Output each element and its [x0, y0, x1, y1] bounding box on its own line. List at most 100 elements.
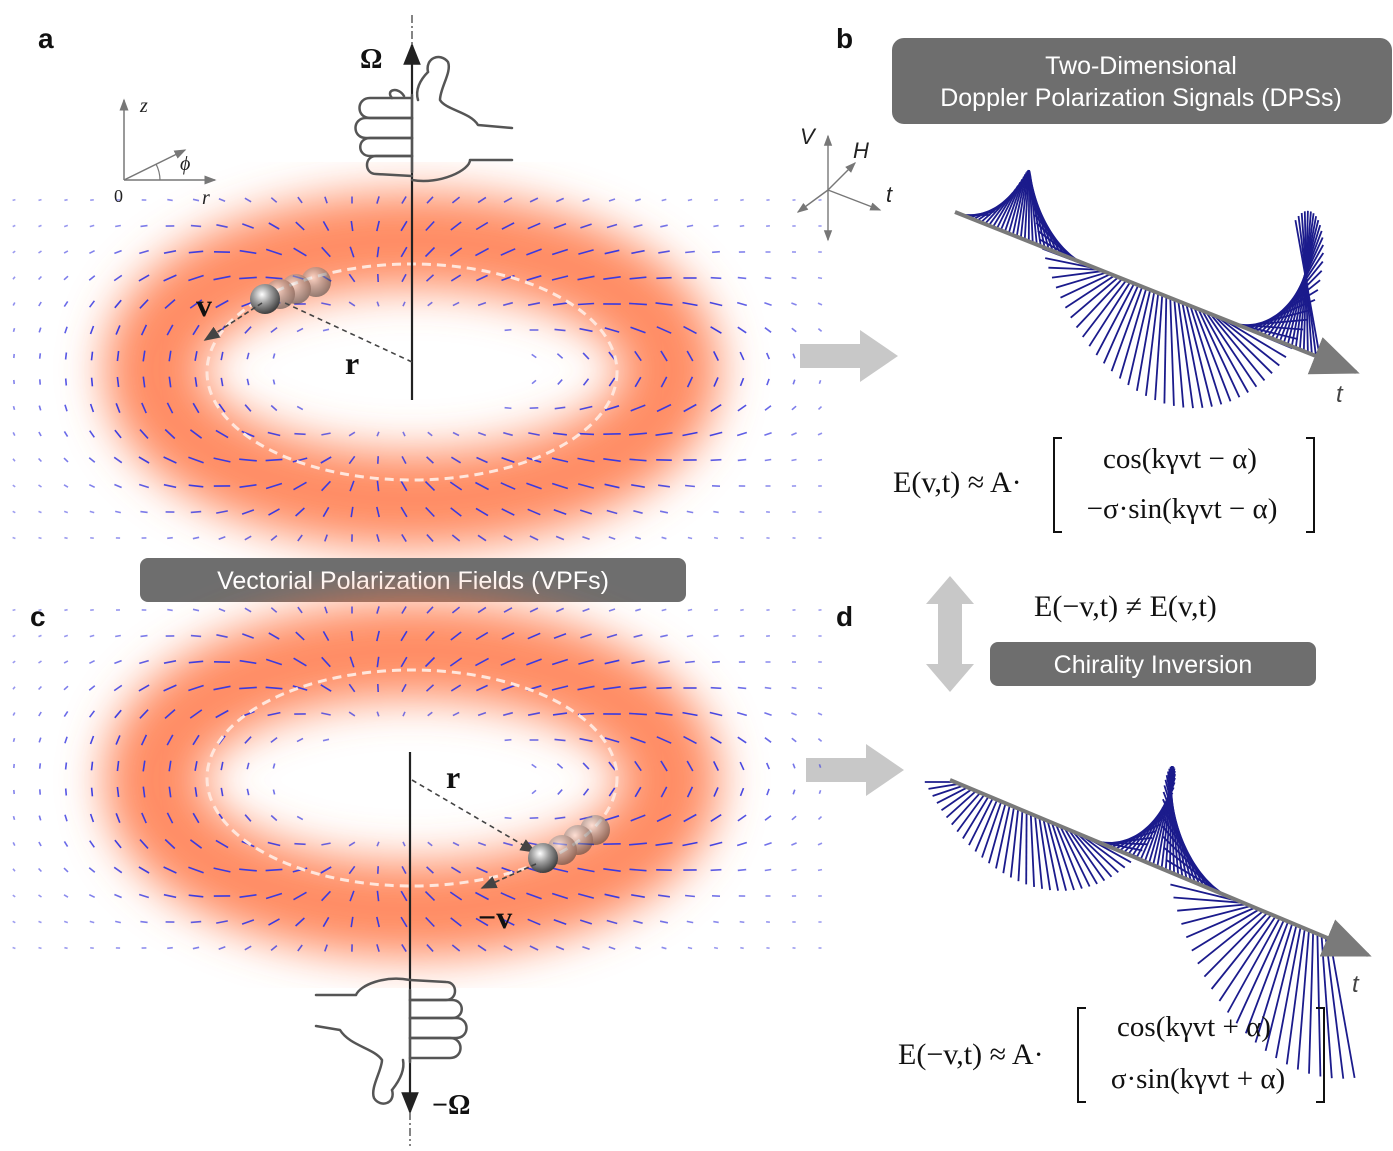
polarization-vector — [791, 458, 797, 462]
polarization-vector — [12, 536, 16, 540]
polarization-vector — [190, 510, 202, 514]
dps-vector — [1163, 847, 1226, 897]
polarization-vector — [577, 457, 595, 463]
dps-vector — [1173, 896, 1242, 904]
polarization-vector — [188, 456, 204, 464]
polarization-vector — [579, 509, 593, 515]
polarization-vector — [115, 325, 121, 335]
polarization-vector — [685, 660, 695, 664]
polarization-vector — [89, 840, 95, 848]
polarization-vector — [38, 608, 42, 612]
polarization-vector — [740, 198, 744, 202]
polarization-vector — [660, 350, 668, 362]
polarization-vector — [579, 327, 593, 333]
polarization-vector — [737, 458, 747, 462]
polarization-vector — [556, 763, 564, 769]
polarization-vector — [682, 711, 698, 717]
panel-label-b: b — [836, 23, 853, 54]
polarization-vector — [449, 481, 463, 491]
polarization-vector — [764, 302, 772, 306]
polarization-vector — [188, 250, 204, 254]
polarization-vector — [477, 711, 487, 717]
polarization-vector — [188, 484, 204, 488]
polarization-vector — [603, 458, 621, 462]
velocity-arrow-bottom — [480, 863, 537, 889]
polarization-vector — [139, 299, 149, 309]
polarization-vector — [526, 275, 542, 281]
polarization-vector — [739, 351, 745, 361]
polarization-vector — [401, 866, 407, 874]
dps-vector — [1185, 304, 1213, 407]
dps-vector — [1191, 909, 1259, 952]
polarization-vector — [659, 920, 669, 924]
polarization-vector — [192, 812, 200, 824]
polarization-vector — [293, 891, 307, 901]
polarization-vector — [504, 738, 512, 742]
polarization-vector — [349, 656, 355, 668]
polarization-vector — [90, 787, 94, 797]
dps-vector — [962, 795, 990, 839]
polarization-vector — [737, 404, 747, 412]
polarization-vector — [531, 763, 537, 769]
polarization-vector — [140, 920, 148, 924]
polarization-vector — [163, 456, 177, 464]
polarization-vector — [426, 866, 434, 874]
polarization-vector — [194, 351, 198, 361]
polarization-vector — [424, 656, 436, 668]
polarization-vector — [189, 429, 203, 439]
polarization-vector — [218, 403, 226, 413]
dps-vector — [1019, 170, 1029, 240]
polarization-vector — [267, 711, 281, 717]
polarization-vector — [529, 945, 539, 951]
polarization-vector — [38, 224, 42, 228]
polarization-vector — [427, 711, 433, 717]
polarization-vector — [792, 789, 796, 795]
dps-vector — [936, 786, 969, 804]
polarization-vector — [555, 945, 565, 951]
polarization-vector — [63, 250, 69, 254]
polarization-vector — [194, 377, 198, 387]
polarization-vector — [64, 378, 68, 386]
polarization-vector — [659, 510, 669, 514]
polarization-vector — [557, 379, 563, 385]
polarization-vector — [426, 606, 434, 614]
polarization-vector — [63, 867, 69, 873]
polarization-vector — [38, 946, 42, 950]
polarization-vector — [578, 249, 594, 255]
field-glow-bottom — [104, 602, 720, 958]
polarization-vector — [12, 302, 16, 306]
polarization-vector — [739, 787, 745, 797]
dps-vector — [1070, 277, 1119, 319]
polarization-vector — [400, 506, 408, 518]
polarization-vector — [426, 456, 434, 464]
polarization-vector — [713, 536, 719, 540]
polarization-vector — [529, 197, 539, 203]
polarization-vector — [452, 711, 460, 717]
polarization-vector — [555, 197, 565, 203]
polarization-vector — [350, 220, 354, 232]
polarization-vector — [267, 841, 281, 847]
polarization-vector — [604, 405, 620, 411]
polarization-vector — [402, 431, 406, 437]
polarization-vector — [348, 711, 356, 717]
polarization-vector — [451, 606, 461, 614]
polarization-vector — [163, 660, 177, 664]
flow-arrow-bottom — [806, 744, 904, 796]
polarization-vector — [527, 508, 541, 516]
dps-vector — [1023, 169, 1030, 241]
polarization-vector — [38, 815, 42, 821]
polarization-vector — [401, 273, 407, 283]
polarization-vector — [740, 946, 744, 950]
dps-vector — [1015, 170, 1029, 238]
polarization-vector — [348, 455, 356, 465]
polarization-vector — [38, 920, 42, 924]
polarization-vector — [166, 734, 174, 746]
polarization-vector — [167, 536, 173, 540]
polarization-vector — [686, 350, 694, 362]
polarization-vector — [88, 457, 96, 463]
polarization-vector — [12, 815, 16, 821]
polarization-vector — [12, 484, 16, 488]
polarization-vector — [686, 510, 694, 514]
polarization-vector — [450, 917, 462, 927]
dps-vector — [1042, 819, 1059, 891]
